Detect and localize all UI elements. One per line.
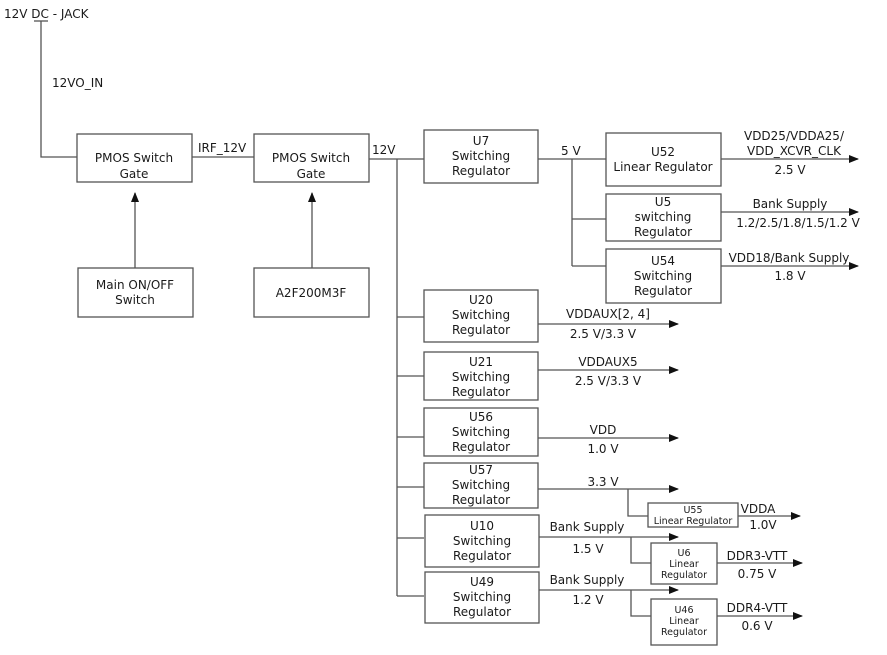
output-name: VDD_XCVR_CLK bbox=[747, 144, 842, 158]
block-label: Switching bbox=[452, 425, 510, 439]
block-label: Regulator bbox=[452, 323, 510, 337]
block-label: Regulator bbox=[452, 493, 510, 507]
block-label: U49 bbox=[470, 575, 494, 589]
block-u6 bbox=[650, 542, 718, 585]
output-voltage: 1.0 V bbox=[587, 442, 619, 456]
output-voltage: 2.5 V/3.3 V bbox=[575, 374, 642, 388]
block-u46 bbox=[650, 598, 718, 646]
block-pmos-1 bbox=[76, 133, 193, 183]
output-name: VDDAUX[2, 4] bbox=[566, 307, 650, 321]
output-voltage: 0.75 V bbox=[738, 567, 778, 581]
block-label: U6 bbox=[678, 548, 691, 559]
block-label: Switching bbox=[453, 534, 511, 548]
output-name: VDD bbox=[590, 423, 617, 437]
block-label: U20 bbox=[469, 293, 493, 307]
block-label: Regulator bbox=[453, 549, 511, 563]
output-voltage: 1.8 V bbox=[774, 269, 806, 283]
block-label: U56 bbox=[469, 410, 493, 424]
block-label: Regulator bbox=[661, 570, 707, 581]
block-u20 bbox=[423, 289, 539, 343]
block-u55 bbox=[647, 502, 739, 528]
block-label: Main ON/OFF bbox=[96, 278, 174, 292]
output-voltage: 1.2/2.5/1.8/1.5/1.2 V bbox=[736, 216, 860, 230]
block-label: U55 bbox=[683, 505, 702, 516]
block-label: Regulator bbox=[634, 225, 692, 239]
block-label: Linear bbox=[669, 559, 699, 570]
block-label: Gate bbox=[297, 167, 326, 181]
block-label: Switching bbox=[452, 370, 510, 384]
output-name: Bank Supply bbox=[550, 573, 625, 587]
block-label: U57 bbox=[469, 463, 493, 477]
output-name: Bank Supply bbox=[753, 197, 828, 211]
block-u21 bbox=[423, 351, 539, 401]
block-label: Switching bbox=[452, 478, 510, 492]
block-u56 bbox=[423, 407, 539, 457]
block-label: Regulator bbox=[452, 164, 510, 178]
output-name: VDD18/Bank Supply bbox=[729, 251, 850, 265]
output-name: DDR3-VTT bbox=[727, 549, 788, 563]
block-u10 bbox=[424, 514, 540, 568]
output-voltage: 3.3 V bbox=[587, 475, 619, 489]
net-label-5v: 5 V bbox=[561, 144, 581, 158]
output-name: VDDAUX5 bbox=[578, 355, 637, 369]
block-label: A2F200M3F bbox=[276, 286, 347, 300]
output-name: DDR4-VTT bbox=[727, 601, 788, 615]
block-label: Switch bbox=[115, 293, 155, 307]
block-label: U52 bbox=[651, 145, 675, 159]
block-u49 bbox=[424, 571, 540, 624]
block-label: Regulator bbox=[661, 627, 707, 638]
tap-u46 bbox=[630, 590, 651, 617]
block-label: U21 bbox=[469, 355, 493, 369]
block-label: U5 bbox=[655, 195, 671, 209]
input-jack-label: 12V DC - JACK bbox=[4, 7, 90, 21]
output-voltage: 2.5 V/3.3 V bbox=[570, 327, 637, 341]
block-label: U46 bbox=[674, 605, 693, 616]
block-label: U54 bbox=[651, 254, 675, 268]
output-voltage: 1.0V bbox=[749, 518, 777, 532]
block-label: PMOS Switch bbox=[272, 151, 350, 165]
block-label: Linear Regulator bbox=[654, 516, 733, 527]
tap-u55 bbox=[627, 489, 649, 517]
block-label: Regulator bbox=[453, 605, 511, 619]
output-name: Bank Supply bbox=[550, 520, 625, 534]
block-label: Regulator bbox=[452, 440, 510, 454]
net-label-irf-12v: IRF_12V bbox=[198, 141, 247, 155]
block-main-switch bbox=[77, 267, 194, 318]
blocks bbox=[76, 129, 739, 646]
output-voltage: 0.6 V bbox=[741, 619, 773, 633]
block-u5 bbox=[605, 193, 722, 242]
output-voltage: 2.5 V bbox=[774, 163, 806, 177]
wire-input bbox=[40, 21, 77, 158]
block-label: switching bbox=[635, 210, 692, 224]
output-voltage: 1.2 V bbox=[572, 593, 604, 607]
block-a2f200m3f bbox=[253, 267, 370, 318]
net-label-12v: 12V bbox=[372, 143, 396, 157]
block-label: Switching bbox=[634, 269, 692, 283]
block-u7 bbox=[423, 129, 539, 184]
block-label: Switching bbox=[452, 149, 510, 163]
block-label: Linear bbox=[669, 616, 699, 627]
output-name: VDDA bbox=[741, 502, 776, 516]
block-pmos-2 bbox=[253, 133, 370, 183]
output-name: VDD25/VDDA25/ bbox=[744, 129, 845, 143]
block-u57 bbox=[423, 462, 539, 509]
block-label: Switching bbox=[453, 590, 511, 604]
block-u54 bbox=[605, 248, 722, 304]
block-label: Gate bbox=[120, 167, 149, 181]
wires bbox=[34, 20, 859, 620]
block-label: U7 bbox=[473, 134, 489, 148]
block-label: PMOS Switch bbox=[95, 151, 173, 165]
net-label-12vo-in: 12VO_IN bbox=[52, 76, 103, 90]
block-label: Linear Regulator bbox=[613, 160, 712, 174]
labels: 12V DC - JACK 12VO_IN IRF_12V 12V 5 V PM… bbox=[4, 7, 861, 638]
tap-u6 bbox=[630, 537, 651, 564]
block-label: U10 bbox=[470, 519, 494, 533]
block-label: Regulator bbox=[452, 385, 510, 399]
block-label: Regulator bbox=[634, 284, 692, 298]
block-label: Switching bbox=[452, 308, 510, 322]
block-u52 bbox=[605, 132, 722, 187]
output-voltage: 1.5 V bbox=[572, 542, 604, 556]
